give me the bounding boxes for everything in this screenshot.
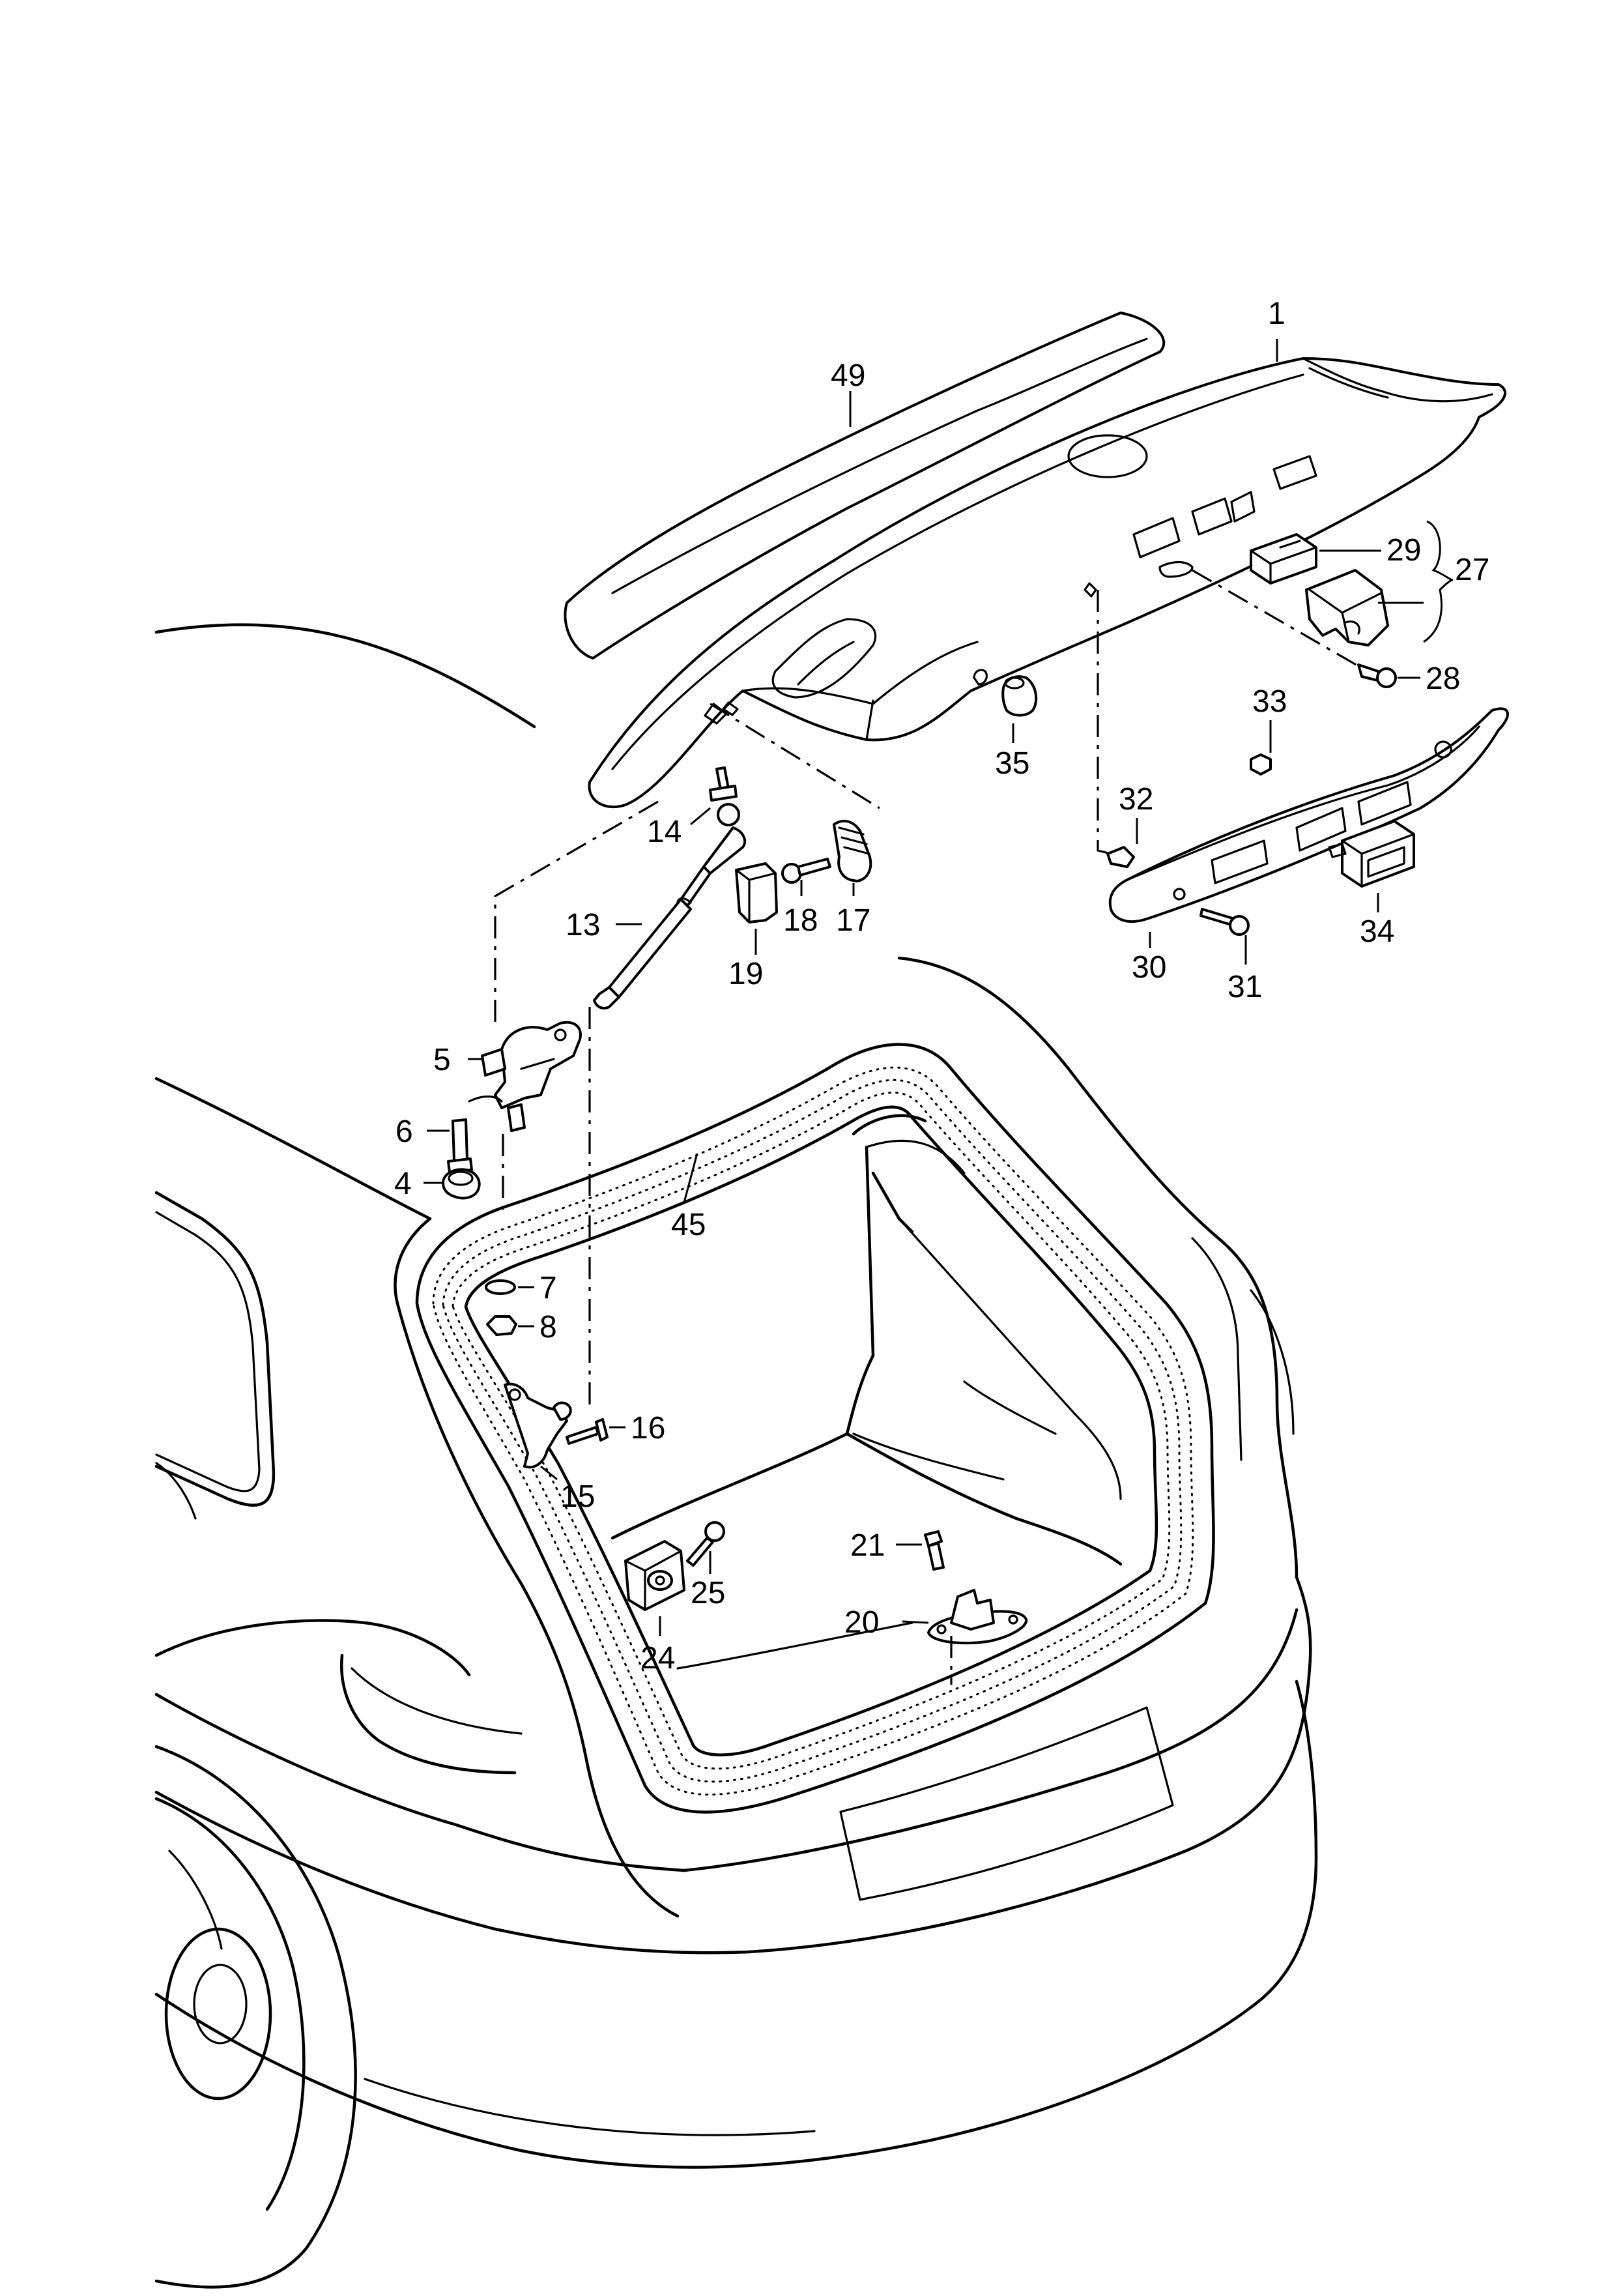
switch-34	[1328, 820, 1415, 888]
label-49: 49	[831, 358, 865, 393]
clip-32	[1106, 846, 1135, 868]
rear-spoiler	[564, 312, 1166, 660]
label-31: 31	[1228, 970, 1262, 1004]
label-29: 29	[1386, 533, 1421, 568]
gas-strut-13	[593, 826, 747, 1010]
label-7: 7	[539, 1271, 557, 1305]
label-45: 45	[671, 1208, 706, 1242]
buffer-35	[1001, 675, 1038, 717]
vehicle-body	[154, 623, 1318, 2289]
lock-20	[927, 1589, 1028, 1645]
label-1: 1	[1268, 297, 1285, 331]
label-14: 14	[647, 815, 682, 849]
label-16: 16	[631, 1411, 665, 1446]
hinge-15	[504, 1382, 572, 1469]
screw-21	[924, 1530, 945, 1571]
washer-7	[485, 1279, 516, 1295]
label-35: 35	[995, 746, 1029, 781]
cargo-opening	[415, 1043, 1215, 1814]
label-19: 19	[728, 957, 763, 991]
label-27: 27	[1455, 553, 1489, 587]
label-32: 32	[1119, 782, 1153, 817]
label-8: 8	[539, 1310, 557, 1344]
screw-25	[686, 1521, 725, 1567]
label-28: 28	[1426, 661, 1460, 696]
part-labels: 1 49 29 27 28 35 33 32 34 30 31 14 13 18…	[394, 297, 1489, 1676]
label-18: 18	[783, 903, 818, 938]
assembly-lines	[494, 569, 1362, 1685]
label-33: 33	[1252, 684, 1287, 719]
latch-assembly	[1250, 533, 1389, 647]
label-5: 5	[433, 1043, 451, 1077]
label-21: 21	[850, 1528, 885, 1563]
label-24: 24	[640, 1641, 675, 1676]
label-15: 15	[560, 1479, 595, 1514]
label-25: 25	[691, 1576, 725, 1610]
nut-4	[442, 1168, 481, 1200]
bolt-6	[447, 1118, 473, 1174]
label-13: 13	[566, 908, 600, 942]
nut-33	[1250, 753, 1272, 776]
ball-stud-14	[709, 766, 740, 826]
nut-8	[486, 1315, 517, 1336]
handle-trim	[1108, 707, 1509, 923]
tailgate	[588, 357, 1506, 809]
bolt-16	[566, 1418, 609, 1445]
label-17: 17	[836, 903, 870, 938]
screw-18	[781, 858, 831, 884]
label-4: 4	[394, 1167, 412, 1201]
leader-lines	[424, 339, 1454, 1636]
label-6: 6	[395, 1114, 413, 1149]
label-30: 30	[1132, 950, 1166, 985]
cover-19	[735, 862, 778, 923]
bolt-28	[1357, 663, 1397, 688]
screw-31	[1199, 908, 1250, 936]
hinge-5	[468, 1021, 582, 1132]
striker-24	[624, 1540, 685, 1611]
buffer-17	[833, 819, 872, 882]
label-34: 34	[1360, 914, 1394, 949]
label-20: 20	[844, 1605, 879, 1640]
